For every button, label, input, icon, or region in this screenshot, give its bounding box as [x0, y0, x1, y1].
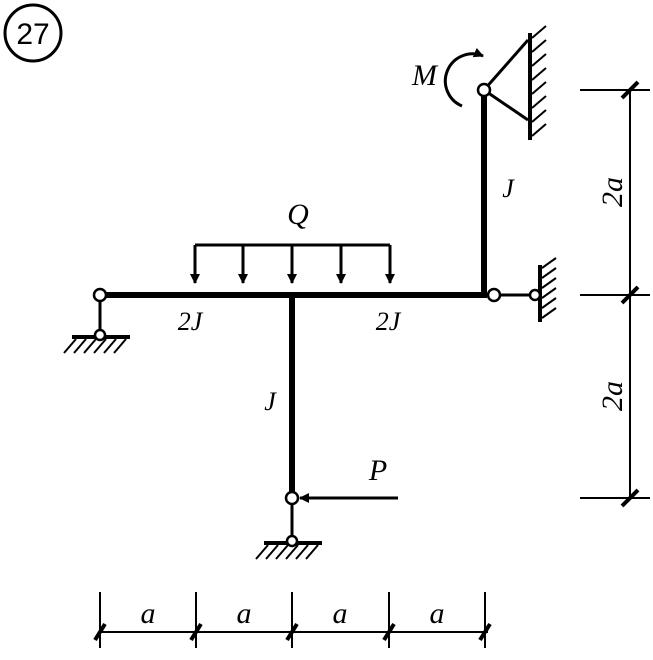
dimension-a-4: a: [430, 597, 445, 630]
left-pin-support: [63, 287, 130, 354]
dimension-a-2: a: [237, 597, 252, 630]
top-pin-support: [476, 25, 547, 140]
distributed-load: [190, 243, 395, 284]
point-load: P: [299, 454, 398, 503]
right-beam-stiffness: 2J: [376, 307, 402, 336]
bottom-pin-support: [255, 490, 322, 560]
upper-column-stiffness: J: [502, 174, 515, 203]
problem-number: 27: [16, 18, 49, 51]
moment-load: M: [411, 47, 484, 108]
dimension-2a-upper: 2a: [596, 177, 629, 207]
right-link-support: [486, 257, 557, 322]
horizontal-dimension: [93, 592, 492, 648]
moment-label: M: [411, 59, 439, 92]
left-beam-stiffness: 2J: [178, 307, 204, 336]
dimension-a-3: a: [333, 597, 348, 630]
dimension-2a-lower: 2a: [596, 381, 629, 411]
distributed-load-label: Q: [287, 198, 309, 231]
dimension-a-1: a: [141, 597, 156, 630]
point-load-label: P: [368, 454, 387, 487]
frame-members: [97, 87, 487, 501]
vertical-dimension: [580, 80, 650, 508]
problem-number-badge: 27: [3, 3, 63, 63]
lower-column-stiffness: J: [264, 387, 277, 416]
